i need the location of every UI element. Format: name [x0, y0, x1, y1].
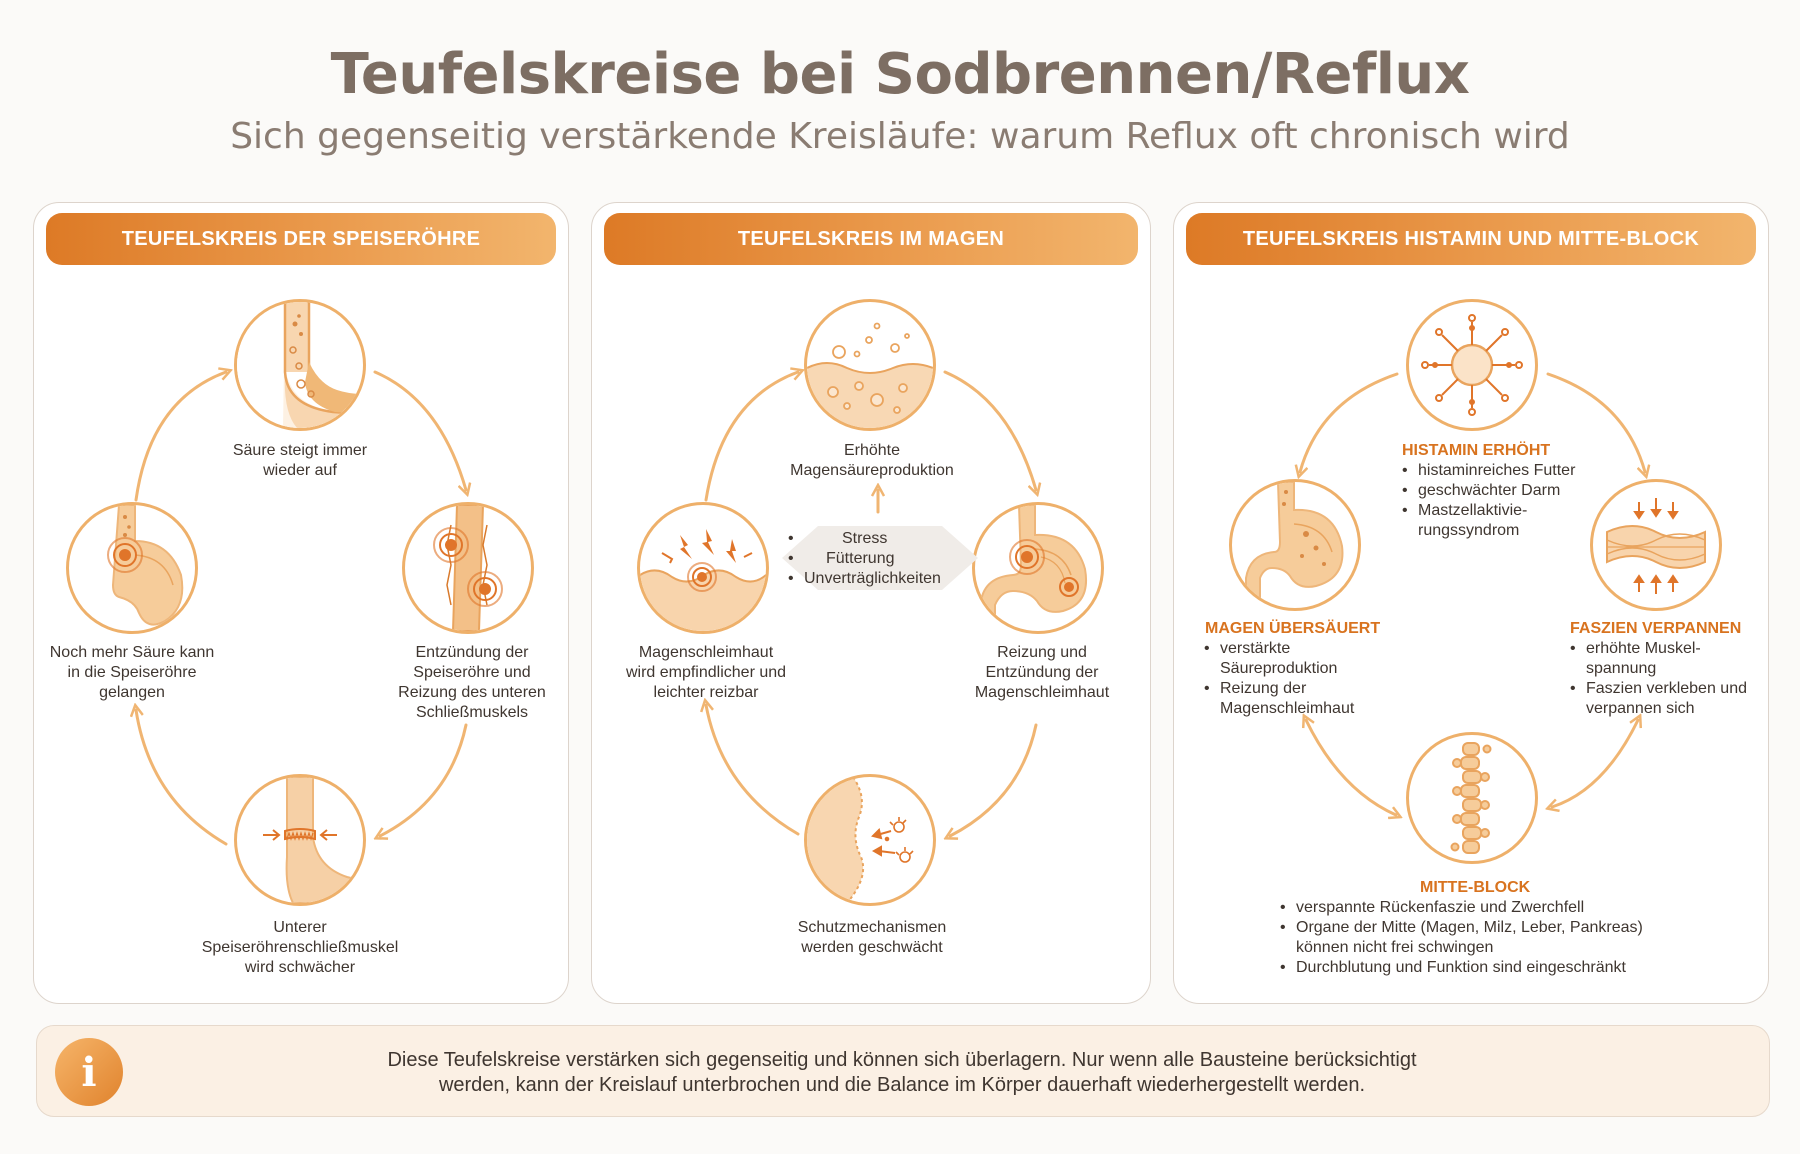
factors-list: Stress Fütterung Unverträglichkeiten: [786, 529, 976, 589]
list-item: erhöhte Muskel-spannung: [1568, 639, 1748, 679]
faszien-title: FASZIEN VERPANNEN: [1570, 620, 1742, 637]
weakened-protection-icon: [804, 774, 936, 906]
page-title: Teufelskreise bei Sodbrennen/Reflux: [330, 42, 1470, 107]
sensitive-mucosa-icon: [637, 502, 769, 634]
histamin-title: HISTAMIN ERHÖHT: [1402, 442, 1551, 459]
info-text: Diese Teufelskreise verstärken sich gege…: [387, 1049, 1417, 1096]
panel-header: TEUFELSKREIS HISTAMIN UND MITTE-BLOCK: [1186, 213, 1756, 265]
faszien-list: erhöhte Muskel-spannung Faszien verklebe…: [1568, 639, 1748, 719]
list-item: Organe der Mitte (Magen, Milz, Leber, Pa…: [1278, 918, 1688, 958]
list-item: histaminreiches Futter: [1400, 461, 1580, 481]
info-bar: i Diese Teufelskreise verstärken sich ge…: [36, 1025, 1770, 1117]
mitte-title: MITTE-BLOCK: [1420, 879, 1531, 896]
panel-header: TEUFELSKREIS IM MAGEN: [604, 213, 1138, 265]
stomach-reflux-icon: [66, 502, 198, 634]
esophagus-acid-icon: [234, 299, 366, 431]
histamin-list: histaminreiches Futter geschwächter Darm…: [1400, 461, 1580, 541]
inflamed-esophagus-icon: [402, 502, 534, 634]
list-item: Reizung der Magenschleimhaut: [1202, 679, 1372, 719]
list-item: Durchblutung und Funktion sind eingeschr…: [1278, 958, 1688, 978]
mast-cell-icon: [1406, 299, 1538, 431]
magen-title: MAGEN ÜBERSÄUERT: [1205, 620, 1381, 637]
panel-header: TEUFELSKREIS DER SPEISERÖHRE: [46, 213, 556, 265]
list-item: verspannte Rückenfaszie und Zwerchfell: [1278, 898, 1688, 918]
info-icon: i: [55, 1038, 123, 1106]
list-item: geschwächter Darm: [1400, 481, 1580, 501]
spine-icon: [1406, 732, 1538, 864]
factor-item: Unverträglichkeiten: [786, 569, 976, 589]
list-item: Mastzellaktivie-rungssyndrom: [1400, 501, 1580, 541]
page-subtitle: Sich gegenseitig verstärkende Kreisläufe…: [230, 116, 1570, 157]
fascia-icon: [1590, 479, 1722, 611]
stomach-inflamed-icon: [972, 502, 1104, 634]
factor-item: Fütterung: [786, 549, 976, 569]
mitte-list: verspannte Rückenfaszie und Zwerchfell O…: [1278, 898, 1688, 978]
list-item: Faszien verkleben und verpannen sich: [1568, 679, 1748, 719]
stomach-acid-icon: [1229, 479, 1361, 611]
sphincter-icon: [234, 774, 366, 906]
list-item: verstärkte Säureproduktion: [1202, 639, 1372, 679]
acid-bubbles-icon: [804, 299, 936, 431]
factor-item: Stress: [786, 529, 976, 549]
magen-list: verstärkte Säureproduktion Reizung der M…: [1202, 639, 1372, 719]
